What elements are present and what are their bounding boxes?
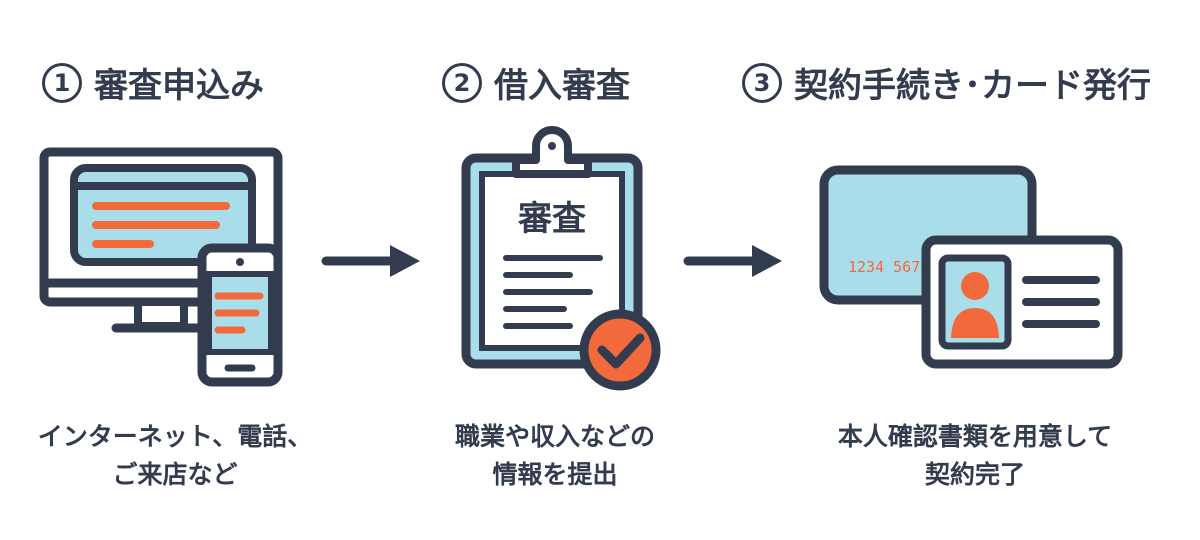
person-icon: [961, 272, 989, 300]
step-1-desc-line2: ご来店など: [112, 460, 238, 489]
step-3-description: 本人確認書類を用意して 契約完了: [805, 418, 1145, 494]
step-1-title: 1 審査申込み: [42, 58, 264, 107]
step-2-title: 2 借入審査: [442, 58, 630, 107]
step-3-desc-line2: 契約完了: [924, 460, 1025, 489]
step-3-number: 3: [742, 62, 782, 103]
clipboard-check-icon: 審査: [461, 126, 661, 391]
step-2-title-text: 借入審査: [494, 66, 630, 106]
arrow-right-icon: [683, 245, 782, 277]
browser-window: [70, 164, 256, 266]
card-number: 1234 5678: [848, 258, 929, 276]
step-3-title: 3 契約手続き･カード発行: [742, 58, 1151, 107]
step-1-title-text: 審査申込み: [94, 66, 264, 106]
card-and-id-icon: 1234 5678: [819, 165, 1123, 369]
step-2-desc-line2: 情報を提出: [492, 460, 618, 489]
check-badge-icon: [579, 309, 661, 391]
step-1-description: インターネット、電話、 ご来店など: [30, 418, 320, 494]
step-2-description: 職業や収入などの 情報を提出: [425, 418, 685, 494]
step-2-number: 2: [442, 62, 482, 103]
monitor-stand: [134, 298, 188, 330]
step-1-number: 1: [42, 62, 82, 103]
step-3-desc-line1: 本人確認書類を用意して: [837, 422, 1113, 451]
clipboard-clip: [512, 126, 592, 178]
computer-and-smartphone-icon: [39, 147, 283, 387]
step-3-title-text: 契約手続き･カード発行: [794, 66, 1151, 106]
step-2-desc-line1: 職業や収入などの: [454, 422, 655, 451]
clipboard-label: 審査: [517, 199, 586, 239]
step-1-desc-line1: インターネット、電話、: [37, 422, 313, 451]
arrow-right-icon: [321, 245, 420, 277]
